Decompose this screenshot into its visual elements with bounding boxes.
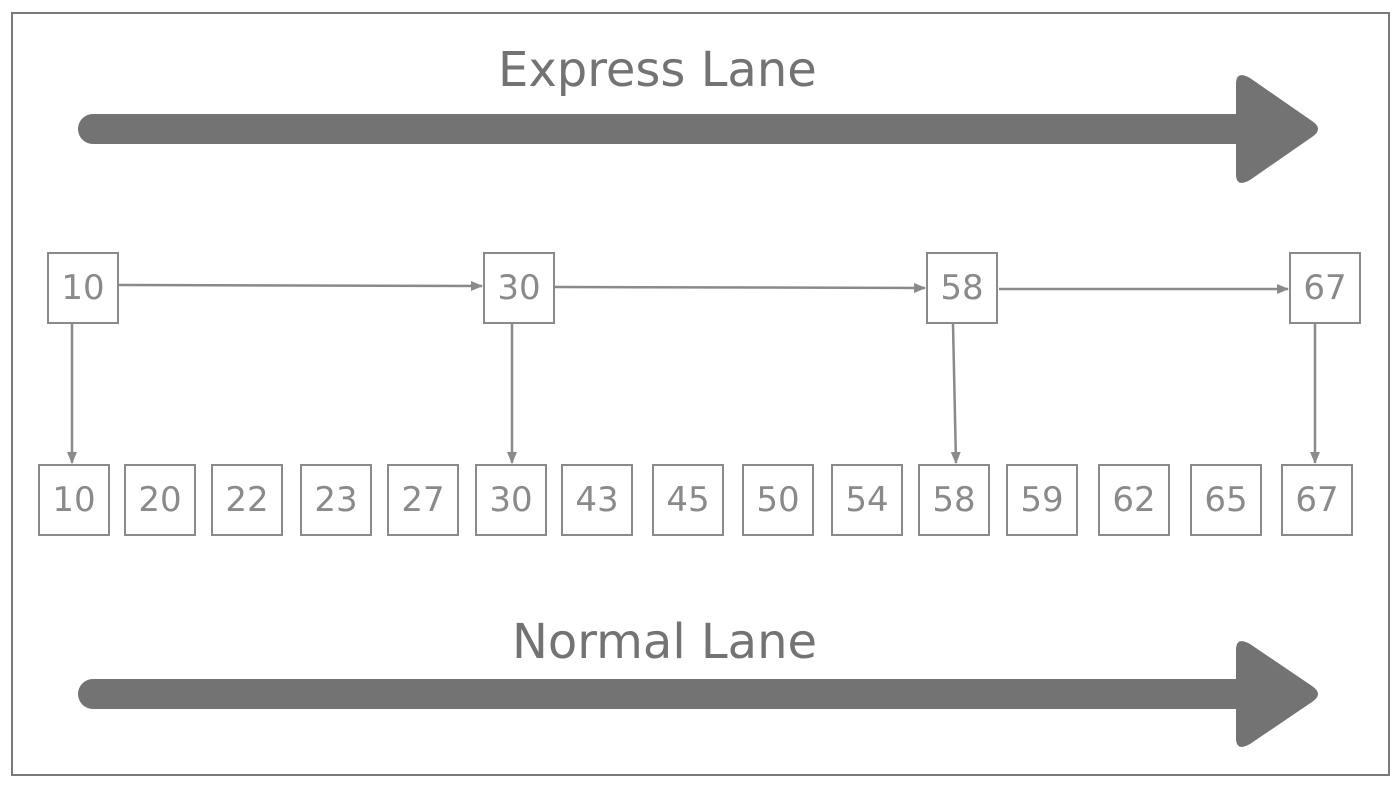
express-node: 58 xyxy=(926,252,998,324)
express-node: 10 xyxy=(47,252,119,324)
drop-links xyxy=(67,323,1320,464)
normal-node: 58 xyxy=(918,464,990,536)
normal-node: 54 xyxy=(831,464,903,536)
link-30-to-58 xyxy=(554,282,926,293)
normal-node: 62 xyxy=(1098,464,1170,536)
normal-node: 10 xyxy=(38,464,110,536)
normal-node: 67 xyxy=(1281,464,1353,536)
normal-lane-arrow xyxy=(78,641,1318,747)
normal-node: 27 xyxy=(387,464,459,536)
express-links xyxy=(118,280,1289,294)
express-node: 30 xyxy=(483,252,555,324)
normal-node: 45 xyxy=(652,464,724,536)
normal-node: 20 xyxy=(124,464,196,536)
diagram-frame xyxy=(11,12,1390,776)
express-lane-arrow xyxy=(78,75,1318,183)
express-lane-title: Express Lane xyxy=(498,42,817,98)
normal-node: 50 xyxy=(742,464,814,536)
express-node: 67 xyxy=(1289,252,1361,324)
normal-node: 23 xyxy=(300,464,372,536)
drop-link-58 xyxy=(950,323,961,464)
normal-node: 22 xyxy=(211,464,283,536)
normal-node: 65 xyxy=(1190,464,1262,536)
normal-node: 59 xyxy=(1006,464,1078,536)
normal-lane-title: Normal Lane xyxy=(512,614,818,670)
link-10-to-30 xyxy=(118,280,483,291)
normal-node: 43 xyxy=(561,464,633,536)
normal-node: 30 xyxy=(475,464,547,536)
